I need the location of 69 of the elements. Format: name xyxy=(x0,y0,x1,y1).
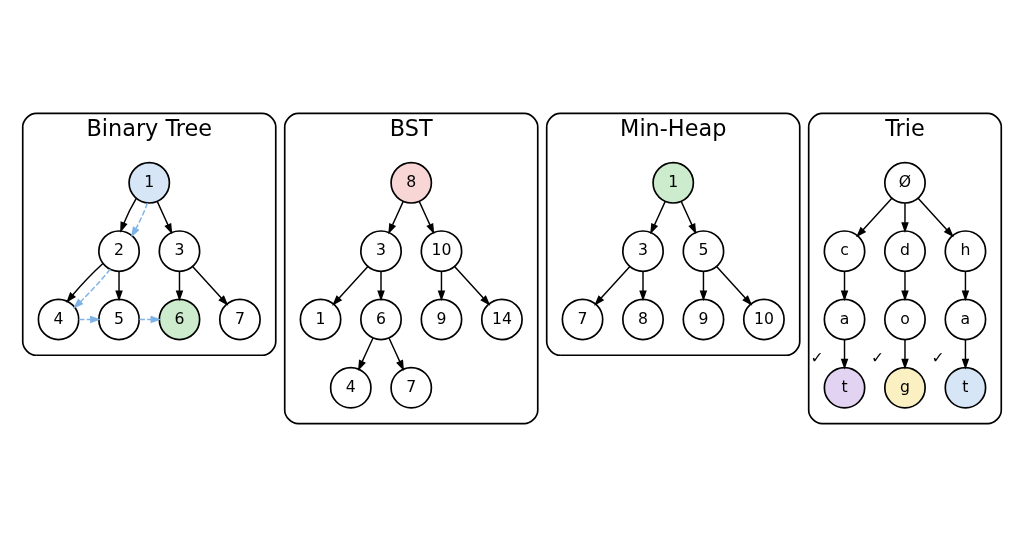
node-circle: 2 xyxy=(98,229,140,272)
node-circle: 8 xyxy=(390,161,433,204)
arrow xyxy=(961,270,970,301)
node-circle: 3 xyxy=(158,229,201,272)
arrow xyxy=(388,200,404,234)
node-circle: g xyxy=(884,366,926,409)
arrow xyxy=(699,270,708,301)
node-circle: 7 xyxy=(561,297,604,340)
node-circle: 1 xyxy=(299,297,342,340)
node-circle: 10 xyxy=(420,229,463,272)
arrow xyxy=(130,201,149,237)
arrow xyxy=(78,315,101,323)
arrow xyxy=(358,337,374,371)
arrow xyxy=(639,270,647,301)
node-circle: 3 xyxy=(360,229,402,272)
arrow xyxy=(901,201,909,233)
node-circle: 3 xyxy=(622,229,664,272)
arrow xyxy=(715,265,753,306)
node-circle: 6 xyxy=(158,297,201,340)
node-circle: 8 xyxy=(622,297,664,340)
arrow xyxy=(388,337,405,371)
arrow xyxy=(418,200,435,234)
arrow xyxy=(191,265,229,306)
node-circle: 7 xyxy=(218,297,261,340)
arrow xyxy=(840,338,849,370)
arrow xyxy=(332,265,369,306)
node-circle: a xyxy=(944,297,987,340)
node-circle: 1 xyxy=(128,161,171,204)
arrow xyxy=(437,270,446,301)
node-circle: 5 xyxy=(98,297,140,340)
arrow xyxy=(377,270,385,301)
node-circle: 9 xyxy=(420,297,463,340)
arrow xyxy=(856,197,893,237)
node-circle: o xyxy=(884,297,926,340)
arrow xyxy=(120,197,137,233)
arrow xyxy=(66,262,104,303)
node-circle: t xyxy=(944,366,987,409)
node-circle: 4 xyxy=(37,297,80,340)
node-label: ✓ xyxy=(931,347,945,367)
node-circle: a xyxy=(823,297,866,340)
node-circle: t xyxy=(823,366,866,409)
arrow xyxy=(115,270,123,301)
node-circle: 1 xyxy=(652,161,695,204)
arrow xyxy=(138,315,162,323)
node-circle: c xyxy=(823,229,866,272)
node-circle: 10 xyxy=(742,297,785,340)
arrow xyxy=(650,200,666,234)
node-circle: 6 xyxy=(360,297,402,340)
node-circle: 9 xyxy=(682,297,725,340)
arrow xyxy=(175,270,184,301)
arrow xyxy=(901,338,909,370)
arrow xyxy=(680,200,697,234)
node-circle: h xyxy=(944,229,987,272)
node-circle: 4 xyxy=(329,366,372,409)
node-circle: 7 xyxy=(390,366,433,409)
arrow xyxy=(917,197,954,237)
node-label: ✓ xyxy=(870,347,885,367)
node-circle: Ø xyxy=(884,161,926,204)
node-circle: 5 xyxy=(682,229,725,272)
node-label: ✓ xyxy=(810,347,824,367)
arrow xyxy=(72,268,111,309)
node-circle: d xyxy=(884,229,926,272)
arrow xyxy=(840,270,849,301)
arrow xyxy=(156,200,173,234)
arrow xyxy=(594,265,631,306)
arrow xyxy=(961,338,970,370)
arrow xyxy=(453,265,491,306)
arrow xyxy=(901,270,909,301)
node-circle: 14 xyxy=(480,297,523,340)
